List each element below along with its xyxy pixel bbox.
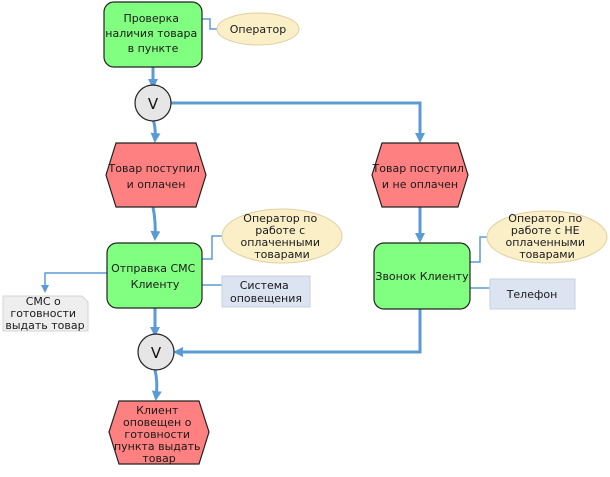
role-paid-operator[interactable]: Оператор по работе с оплаченными товарам… [221, 208, 343, 264]
notified-line-5: товар [142, 452, 175, 465]
check-stock-line-1: Проверка [123, 12, 179, 25]
document-sms[interactable]: СМС о готовности выдать товар [2, 295, 89, 332]
xor-split-operator[interactable]: V [134, 84, 172, 122]
paid-line-2: и оплачен [127, 178, 186, 191]
unpaid-operator-line-2: работе с НЕ [511, 224, 580, 237]
svg-text:Оператор: Оператор [230, 23, 286, 36]
join-label: V [151, 344, 162, 362]
flow-paid-to-sms [150, 206, 161, 241]
send-sms-line-1: Отправка СМС [111, 262, 196, 275]
flow-join-to-notified [151, 369, 162, 401]
check-stock-line-3: в пункте [128, 42, 179, 55]
flow-split-to-paid [150, 118, 161, 143]
svg-text:Клиент оповещен о: Клиент оповещен о готовности пункта выда… [114, 404, 204, 465]
paid-operator-line-2: работе с [255, 224, 305, 237]
operator-label: Оператор [230, 23, 286, 36]
assoc-sms-document [41, 272, 107, 293]
sms-doc-line-1: СМС о [26, 295, 61, 308]
split-label: V [148, 95, 159, 113]
unpaid-line-1: Товар поступил [372, 162, 464, 175]
notification-line-1: Система [240, 279, 289, 292]
svg-text:Звонок Клиенту: Звонок Клиенту [375, 270, 469, 283]
event-unpaid[interactable]: Товар поступил и не оплачен [371, 142, 469, 208]
notification-line-2: оповещения [230, 292, 302, 305]
sms-doc-line-2: готовности [10, 307, 76, 320]
unpaid-operator-line-4: товарами [519, 248, 575, 261]
sms-doc-line-3: выдать товар [5, 319, 84, 332]
assoc-check-operator [202, 18, 217, 30]
function-call-client[interactable]: Звонок Клиенту [373, 242, 471, 310]
assoc-call-role [470, 236, 487, 263]
role-operator[interactable]: Оператор [216, 12, 300, 46]
system-phone[interactable]: Телефон [489, 278, 576, 310]
paid-operator-line-4: товарами [254, 248, 310, 261]
phone-label: Телефон [506, 288, 558, 301]
function-check-stock[interactable]: Проверка наличия товара в пункте [103, 1, 203, 68]
call-client-label: Звонок Клиенту [375, 270, 469, 283]
svg-text:Система оповещения: Система оповещения [230, 279, 302, 305]
function-send-sms[interactable]: Отправка СМС Клиенту [106, 242, 203, 309]
unpaid-operator-line-3: оплаченными [506, 236, 585, 249]
paid-operator-line-1: Оператор по [243, 212, 317, 225]
svg-text:Товар поступил и оплачен: Товар поступил и оплачен [108, 162, 204, 191]
notified-line-3: готовности [124, 428, 190, 441]
svg-text:Товар поступил и не опла: Товар поступил и не оплачен [372, 162, 468, 191]
unpaid-operator-line-1: Оператор по [508, 212, 582, 225]
svg-text:Телефон: Телефон [506, 288, 558, 301]
svg-text:Отправка СМС Клиенту: Отправка СМС Клиенту [111, 262, 199, 291]
notified-line-1: Клиент [136, 404, 179, 417]
notified-line-4: пункта выдать [114, 440, 201, 453]
notified-line-2: оповещен о [123, 416, 192, 429]
system-notification[interactable]: Система оповещения [221, 275, 311, 308]
svg-text:Проверка наличия товара: Проверка наличия товара в пункте [105, 12, 200, 55]
assoc-sms-role [202, 235, 222, 260]
svg-text:Оператор по работе с: Оператор по работе с оплаченными товарам… [241, 212, 324, 261]
event-notified[interactable]: Клиент оповещен о готовности пункта выда… [108, 400, 210, 465]
paid-operator-line-3: оплаченными [241, 236, 320, 249]
check-stock-line-2: наличия товара [105, 27, 197, 40]
send-sms-line-2: Клиенту [131, 278, 180, 291]
svg-text:Оператор по работе с НЕ: Оператор по работе с НЕ оплаченными това… [506, 212, 589, 261]
event-paid[interactable]: Товар поступил и оплачен [105, 142, 207, 208]
svg-text:СМС о готовности в: СМС о готовности выдать товар [5, 295, 84, 332]
xor-join-operator[interactable]: V [137, 333, 175, 371]
unpaid-line-2: и не оплачен [382, 178, 458, 191]
role-unpaid-operator[interactable]: Оператор по работе с НЕ оплаченными това… [486, 210, 608, 264]
flow-call-to-join [173, 309, 422, 357]
flow-split-to-unpaid [171, 101, 425, 143]
connectors [41, 18, 490, 401]
paid-line-1: Товар поступил [108, 162, 200, 175]
